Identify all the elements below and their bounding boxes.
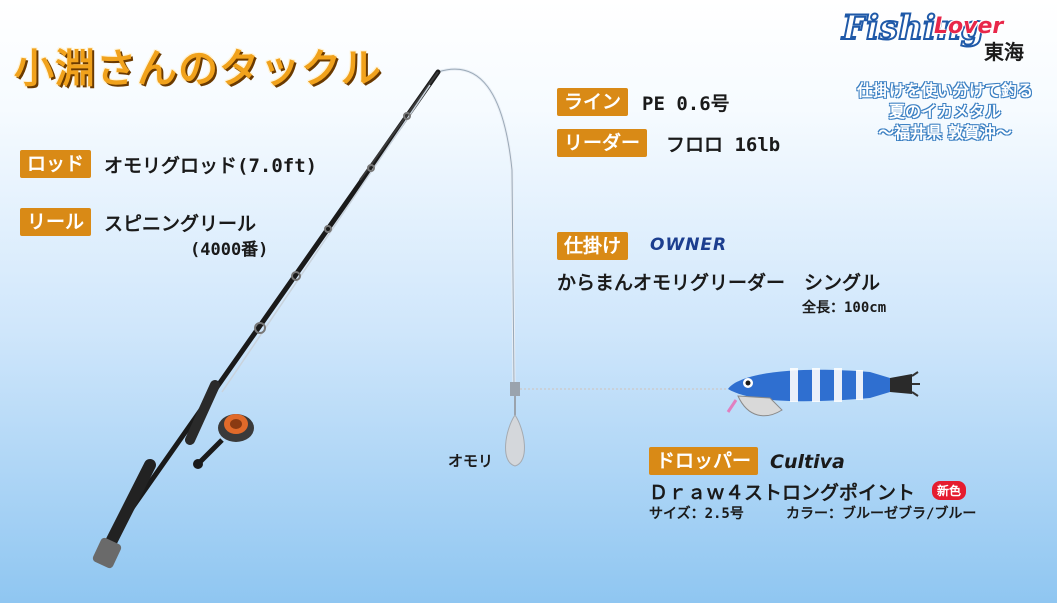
dropper-tag: ドロッパー xyxy=(649,447,759,475)
dropper-color: カラー：ブルーゼブラ/ブルー xyxy=(786,506,977,522)
fishing-line xyxy=(437,67,516,386)
episode-subtitle: 仕掛けを使い分けて釣る 夏のイカメタル 〜福井県 敦賀沖〜 xyxy=(836,80,1054,143)
rod-grip xyxy=(102,459,156,554)
leader-value: フロロ 16lb xyxy=(666,134,781,156)
dropper-size: サイズ：2.5号 xyxy=(649,506,744,522)
butt-cap xyxy=(92,537,122,569)
subtitle-line3: 〜福井県 敦賀沖〜 xyxy=(878,123,1012,142)
rig-length: 全長：100cm xyxy=(802,300,887,316)
line-value: PE 0.6号 xyxy=(642,93,730,115)
subtitle-line2: 夏のイカメタル xyxy=(888,102,1001,121)
page-title: 小淵さんのタックル xyxy=(14,46,382,92)
rod-tag: ロッド xyxy=(20,150,92,178)
reel-note: (4000番) xyxy=(190,240,269,260)
rod-guides xyxy=(254,112,411,334)
rod-tip xyxy=(359,71,439,181)
rod-blank xyxy=(101,69,441,551)
owner-logo: OWNER xyxy=(650,235,728,255)
rod-value: オモリグロッド(7.0ft) xyxy=(104,155,318,177)
reel-seat xyxy=(185,380,220,445)
logo-sub-text: Lover xyxy=(934,14,1004,39)
sinker-label: オモリ xyxy=(448,452,494,470)
fishing-lover-logo: Fishing Lover 東海 xyxy=(826,4,1052,64)
leader-tag: リーダー xyxy=(557,129,648,157)
rig-tag: 仕掛け xyxy=(557,232,629,260)
rig-value: からまんオモリグリーダー シングル xyxy=(557,272,881,294)
dropper-value: Ｄｒａｗ４ストロングポイント xyxy=(649,482,916,504)
subtitle-line1: 仕掛けを使い分けて釣る xyxy=(856,81,1033,100)
spinning-reel xyxy=(193,414,254,469)
egi-icon xyxy=(726,368,920,417)
line-tag: ライン xyxy=(557,88,629,116)
logo-main-text: Fishing xyxy=(841,7,985,49)
cultiva-logo: Cultiva xyxy=(770,451,845,473)
sinker-icon xyxy=(505,414,525,467)
logo-region-text: 東海 xyxy=(984,40,1024,64)
rig-swivel xyxy=(510,382,728,415)
reel-tag: リール xyxy=(20,208,92,236)
fishing-line-edge xyxy=(437,68,515,386)
reel-value: スピニングリール xyxy=(104,213,257,235)
new-color-badge: 新色 xyxy=(932,481,967,500)
rod-line xyxy=(221,84,431,393)
